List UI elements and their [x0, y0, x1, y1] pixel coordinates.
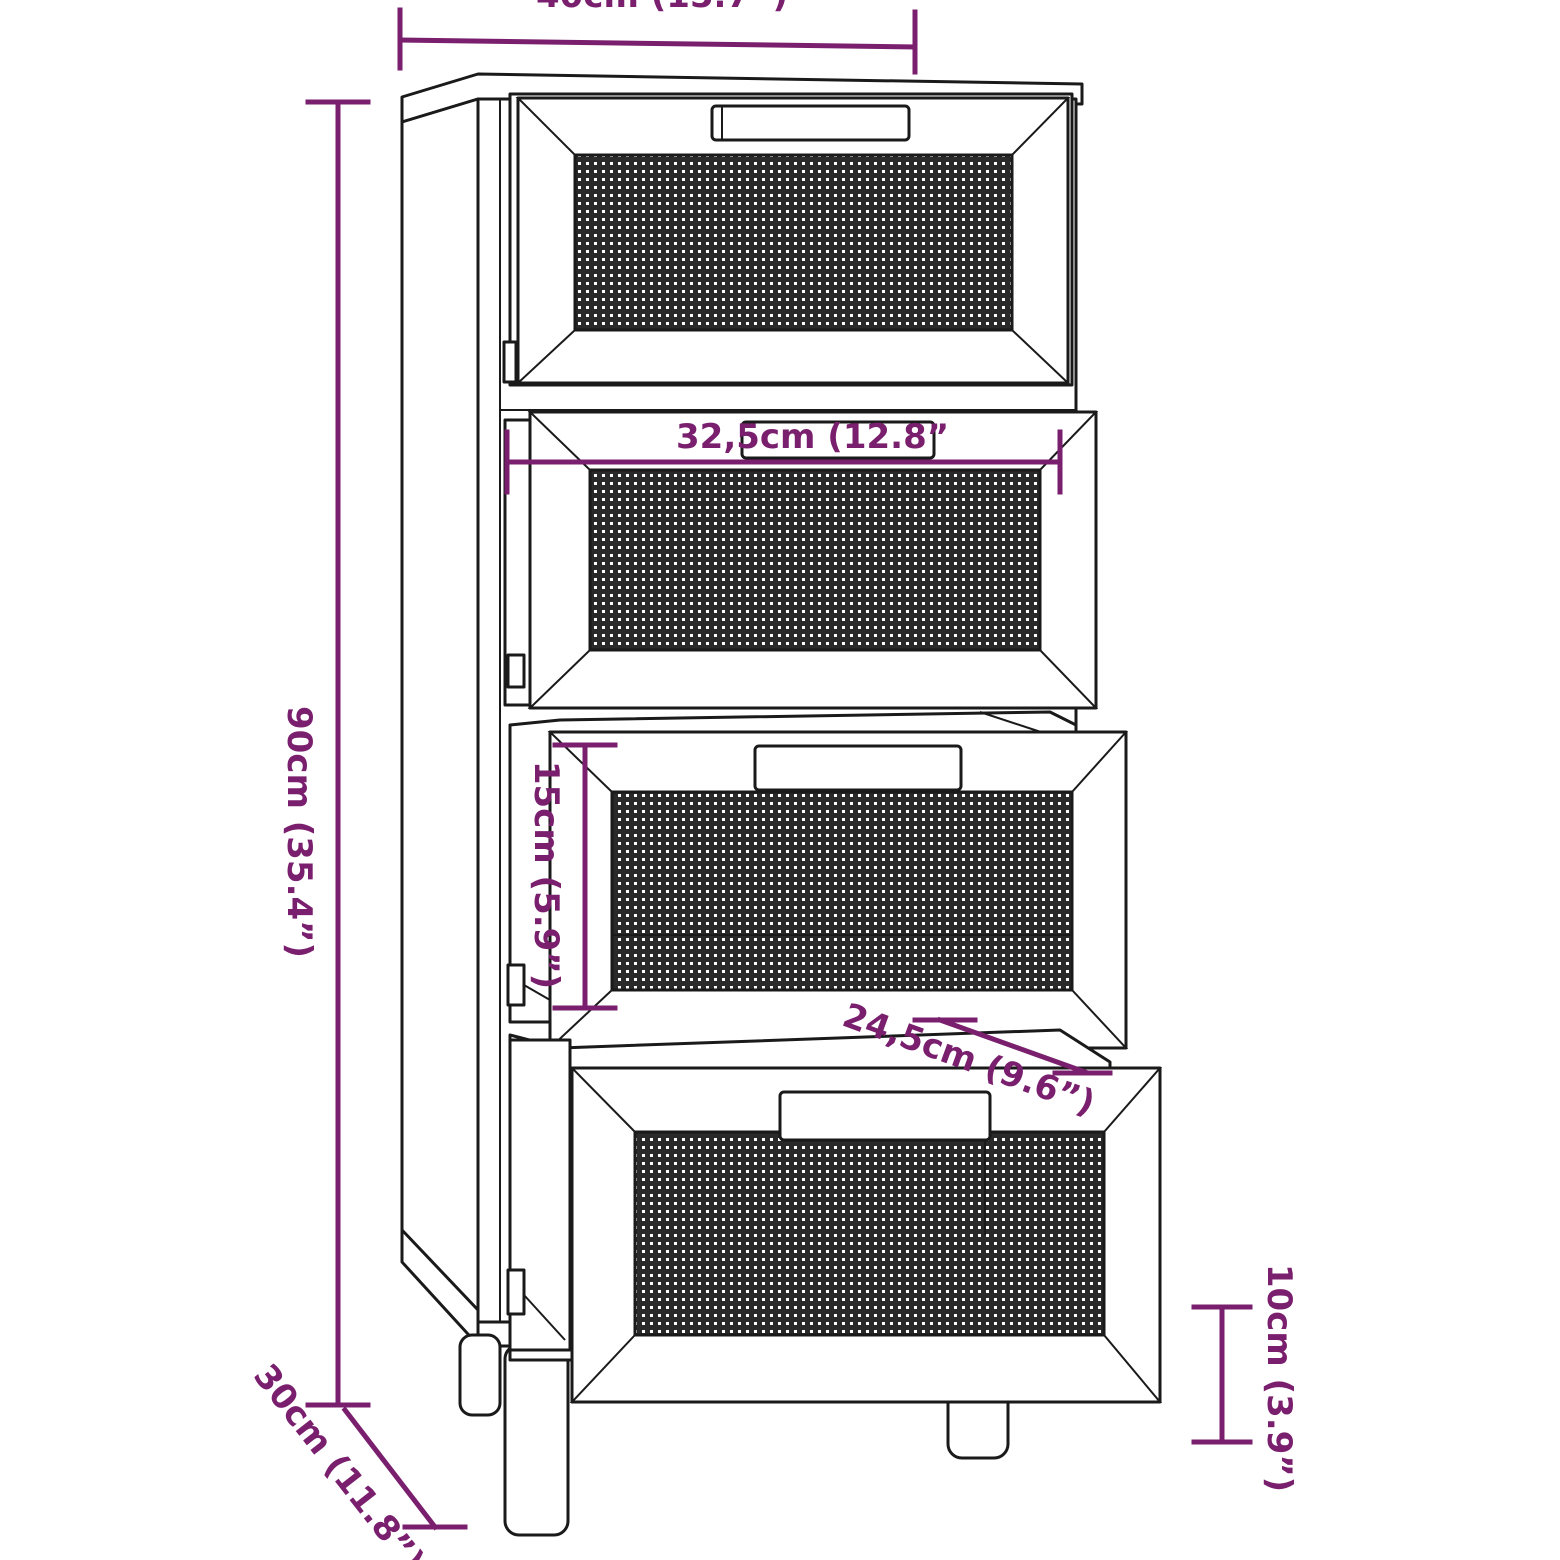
cabinet-side-panel [400, 97, 480, 1337]
drawer-2-handle [740, 420, 936, 460]
drawer-1-handle [710, 104, 911, 142]
drawer-3-rattan [610, 790, 1074, 992]
width-label: 40cm (15.7”) [536, 0, 788, 16]
drawer-3 [506, 710, 1129, 1050]
drawer-2-rattan [588, 468, 1042, 652]
drawer-4-rattan [633, 1130, 1106, 1337]
drawer-1 [502, 92, 1074, 387]
leg-front-left [503, 1343, 570, 1537]
drawer-width-label: 32,5cm (12.8” [676, 417, 949, 457]
drawer-3-handle [753, 744, 963, 792]
leg-height-label: 10cm (3.9”) [1259, 1264, 1299, 1492]
height-label: 90cm (35.4”) [279, 706, 319, 958]
drawer-4-handle [778, 1090, 992, 1142]
drawer-1-rattan [573, 153, 1014, 332]
dimension-lines [305, 7, 1253, 1531]
drawer-4 [506, 1028, 1163, 1404]
leg-back-left [458, 1333, 502, 1417]
drawer-height-label: 15cm (5.9”) [526, 761, 566, 989]
